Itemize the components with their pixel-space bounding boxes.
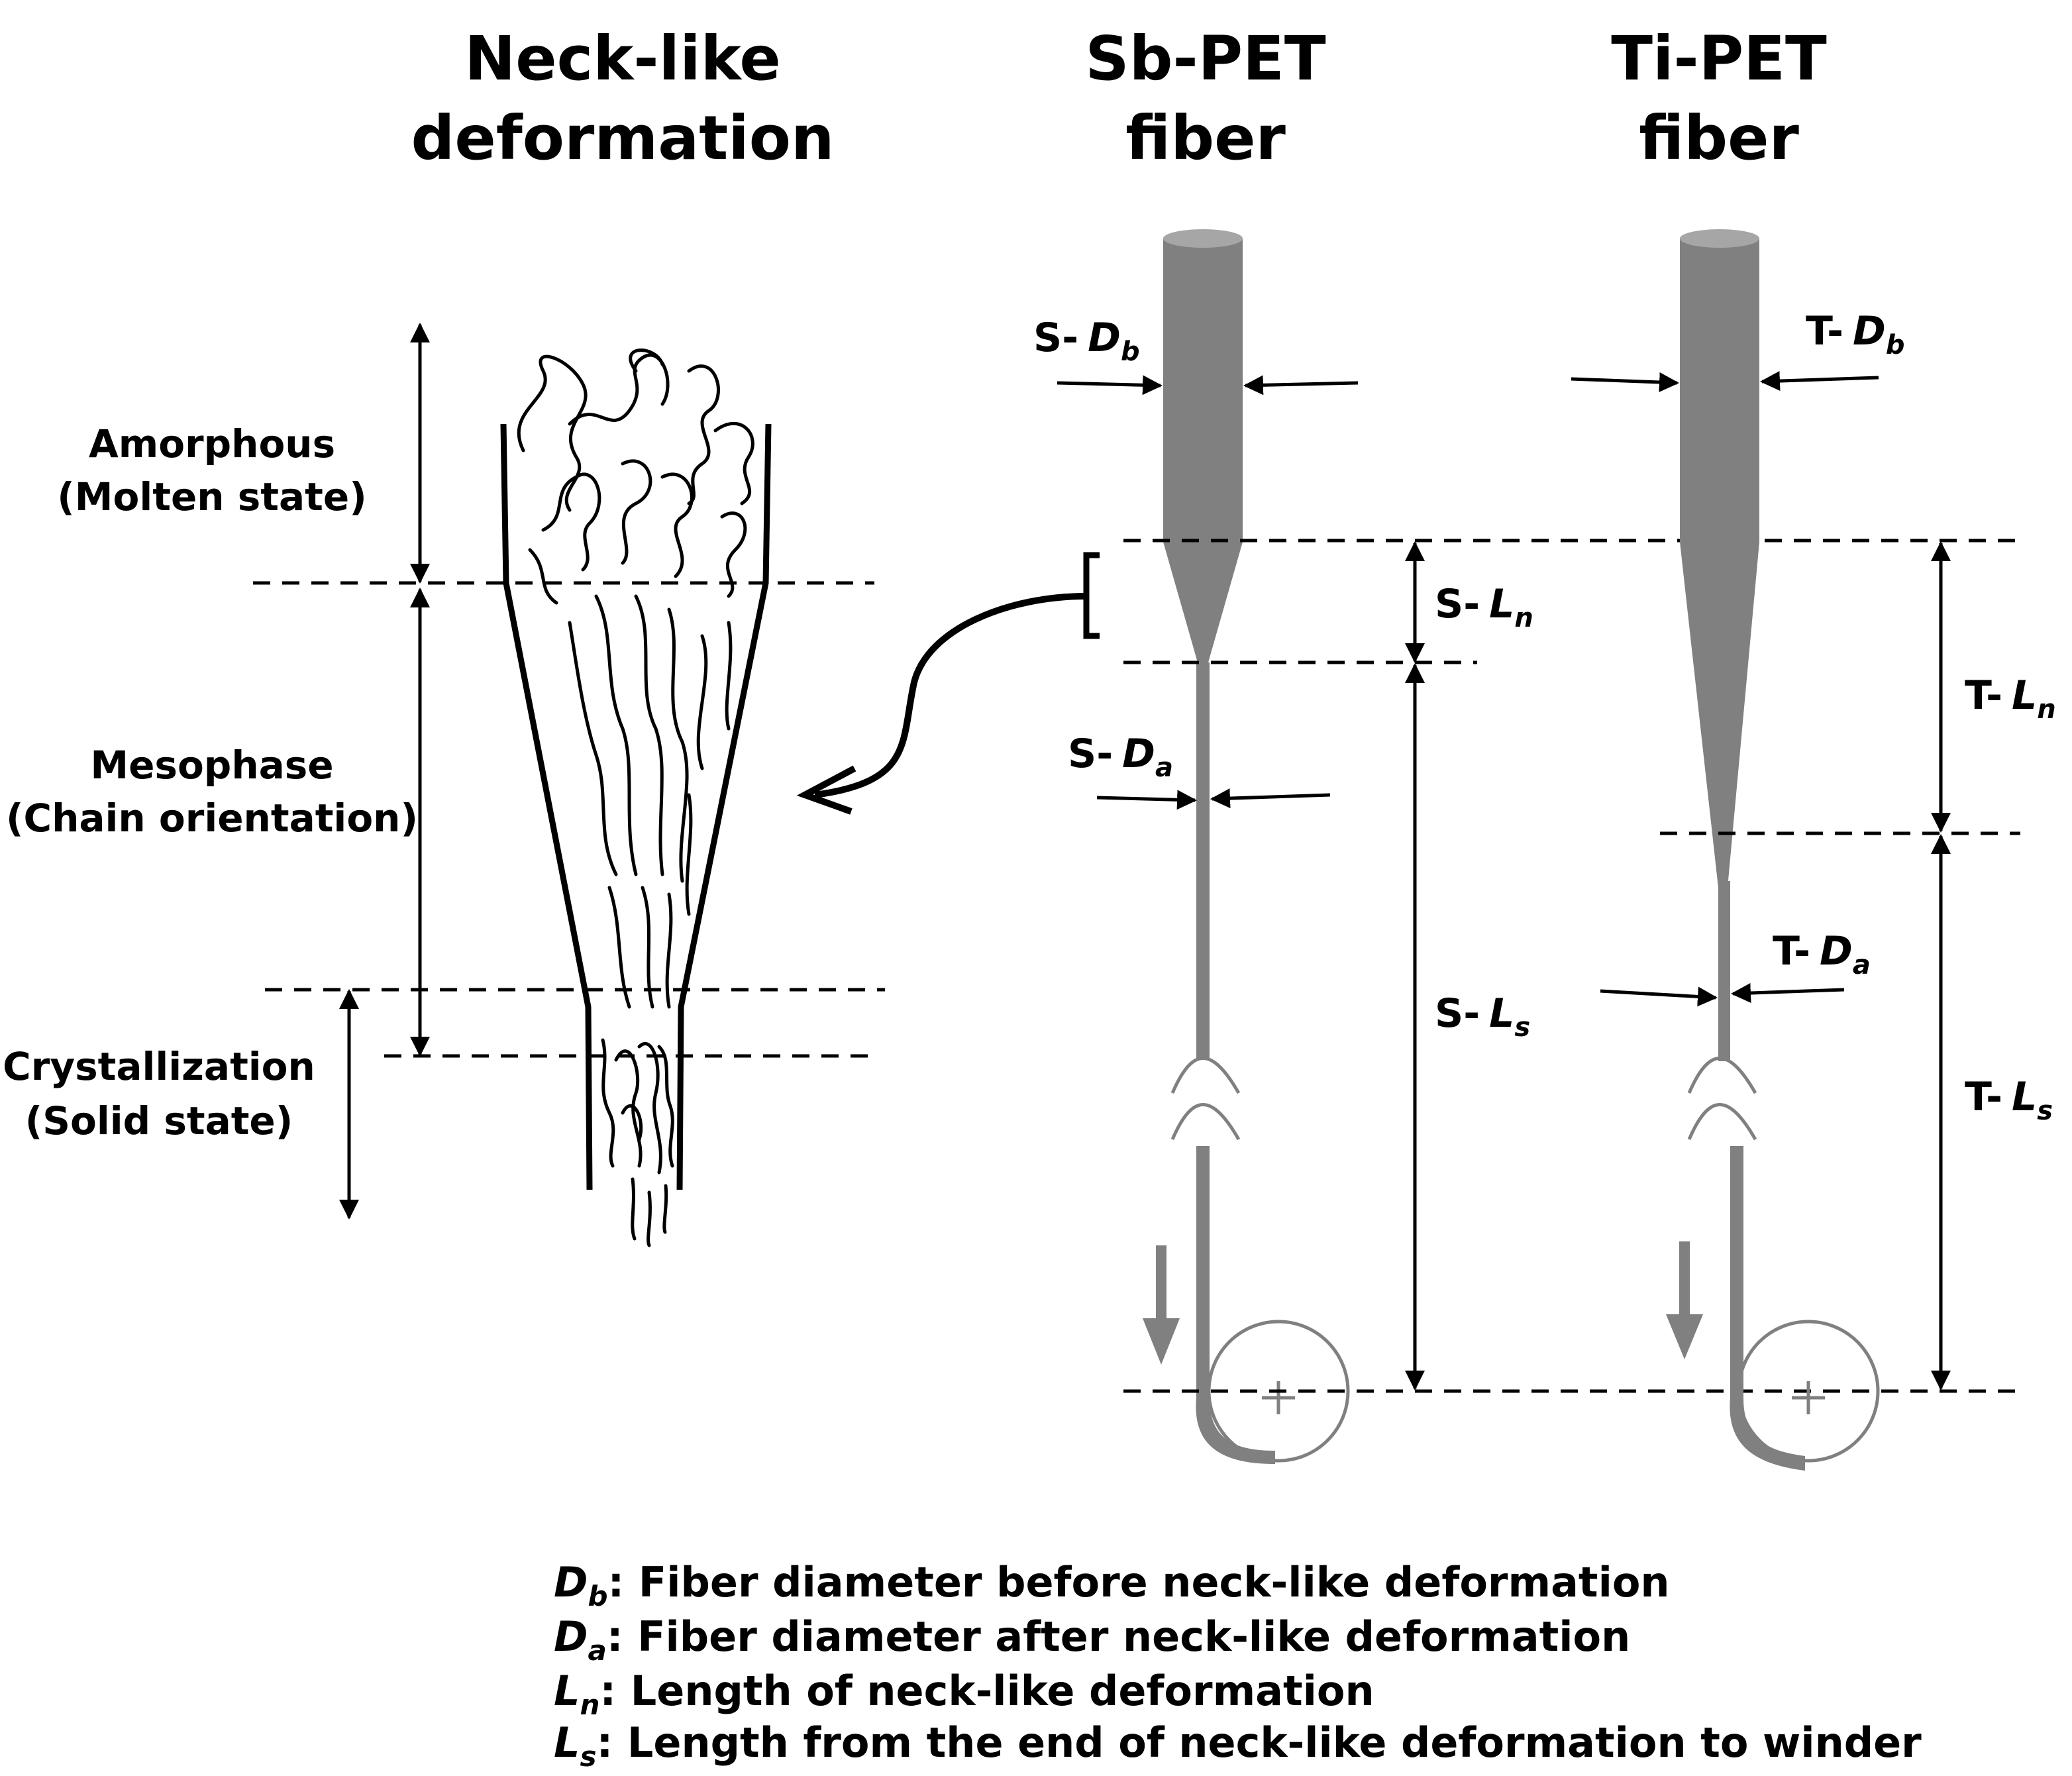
phase-amorphous-label: Amorphous bbox=[89, 421, 335, 466]
sb-db-right-arrow bbox=[1243, 375, 1359, 395]
title-sb-line1: Sb-PET bbox=[1085, 23, 1326, 94]
ti-fiber bbox=[1680, 229, 1805, 1471]
legend-item-db: Db: Fiber diameter before neck-like defo… bbox=[554, 1558, 1670, 1612]
sb-direction-arrow bbox=[1143, 1245, 1180, 1365]
phase-mesophase-sublabel: (Chain orientation) bbox=[6, 796, 418, 841]
phase-mesophase-label: Mesophase bbox=[90, 743, 333, 788]
ti-winder bbox=[1737, 1320, 1880, 1463]
legend-item-da: Da: Fiber diameter after neck-like defor… bbox=[554, 1612, 1630, 1667]
sb-da-right-arrow bbox=[1210, 788, 1331, 809]
ti-db-label: T-Db bbox=[1806, 308, 1904, 360]
ti-direction-arrow bbox=[1666, 1241, 1703, 1359]
ti-da-label: T-Da bbox=[1773, 928, 1871, 980]
ti-da-right-arrow bbox=[1731, 983, 1845, 1004]
sb-db-label: S-Db bbox=[1033, 315, 1140, 367]
legend-item-ln: Ln: Length of neck-like deformation bbox=[554, 1667, 1374, 1721]
sb-break-mark bbox=[1170, 1057, 1241, 1141]
phase-crystallization-label: Crystallization bbox=[3, 1044, 315, 1089]
amorphous-chain-coils bbox=[517, 348, 754, 605]
sb-da-left-arrow bbox=[1096, 790, 1197, 810]
sb-fiber bbox=[1163, 229, 1275, 1464]
neck-zoom-callout bbox=[796, 552, 1100, 815]
neck-funnel bbox=[500, 423, 772, 1190]
ti-db-right-arrow bbox=[1760, 371, 1879, 392]
title-neck-line1: Neck-like bbox=[464, 23, 780, 94]
sb-db-left-arrow bbox=[1057, 375, 1163, 395]
title-neck-line2: deformation bbox=[411, 103, 834, 174]
sb-winder bbox=[1207, 1320, 1350, 1463]
title-sb-line2: fiber bbox=[1125, 103, 1286, 174]
ti-da-left-arrow bbox=[1600, 986, 1718, 1007]
title-ti-line1: Ti-PET bbox=[1611, 23, 1827, 94]
sb-da-label: S-Da bbox=[1068, 731, 1173, 783]
sb-ls-label: S-Ls bbox=[1435, 990, 1530, 1043]
title-ti-line2: fiber bbox=[1639, 103, 1799, 174]
legend-item-ls: Ls: Length from the end of neck-like def… bbox=[554, 1718, 1922, 1773]
mesophase-oriented-chains bbox=[568, 594, 733, 1009]
phase-crystallization-sublabel: (Solid state) bbox=[25, 1098, 293, 1143]
ti-ln-label: T-Ln bbox=[1965, 672, 2056, 725]
legend: Db: Fiber diameter before neck-like defo… bbox=[554, 1558, 1922, 1773]
ti-break-mark bbox=[1687, 1057, 1757, 1141]
ti-db-left-arrow bbox=[1571, 372, 1679, 392]
sb-ln-label: S-Ln bbox=[1435, 581, 1533, 633]
crystallization-folded-chains bbox=[601, 1038, 674, 1247]
phase-amorphous-sublabel: (Molten state) bbox=[57, 474, 366, 519]
ti-ls-label: T-Ls bbox=[1965, 1074, 2053, 1126]
